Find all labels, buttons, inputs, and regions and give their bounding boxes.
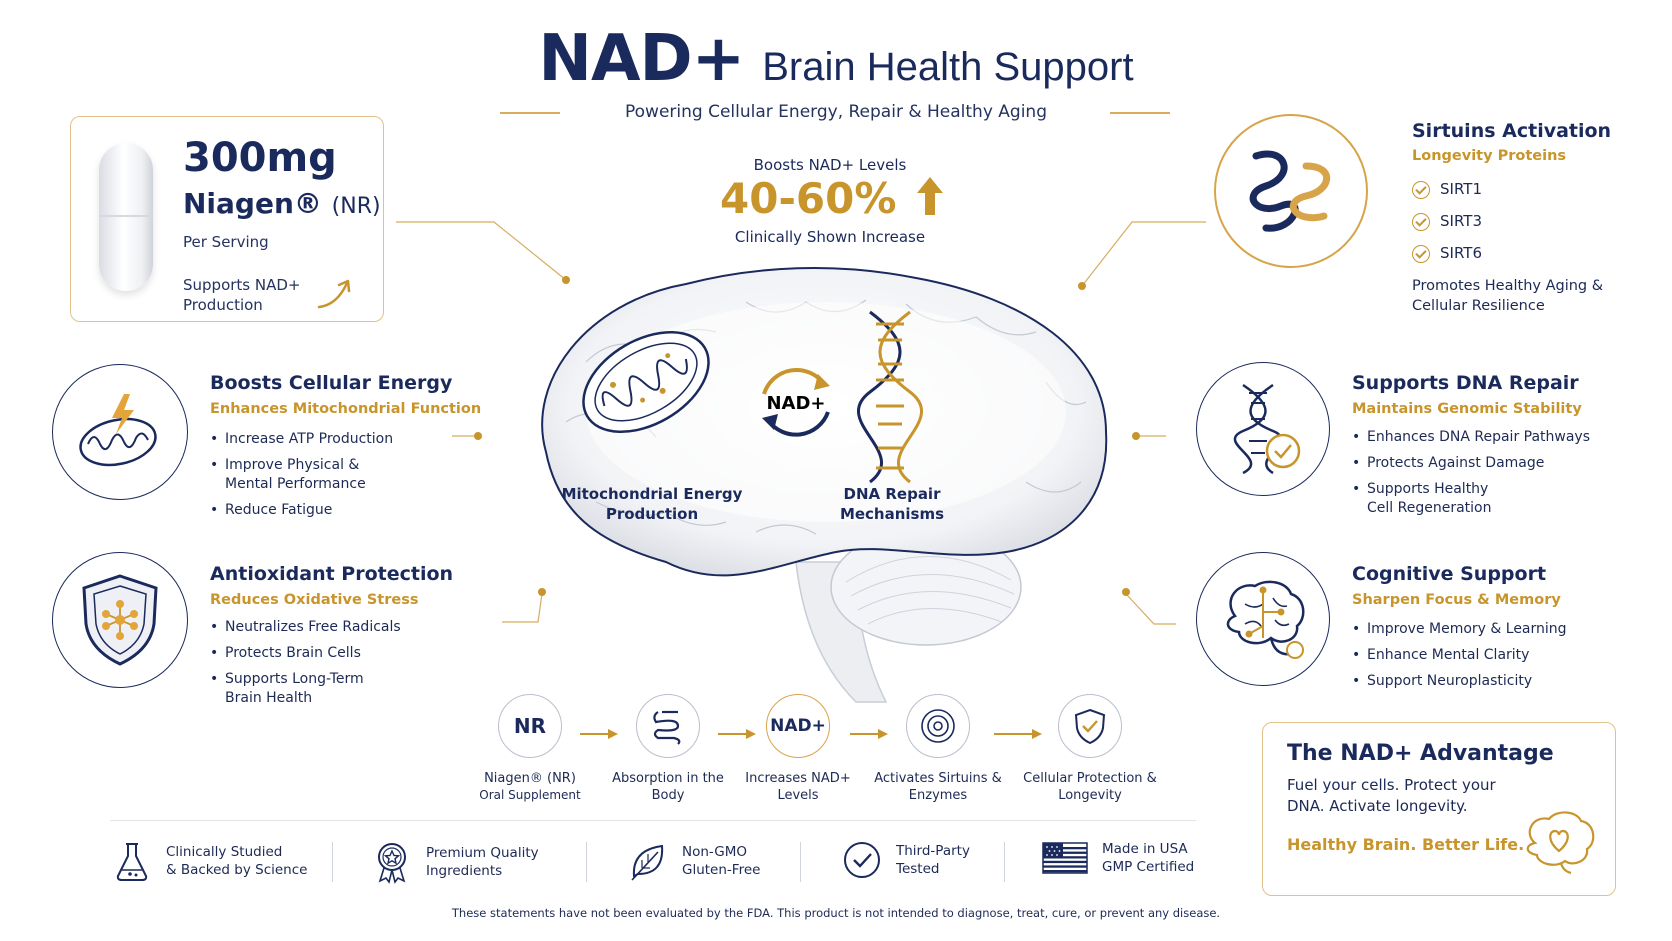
mitochondria-energy-icon [52,364,188,500]
list-item: Reduce Fatigue [210,501,450,520]
list-item: Protects Brain Cells [210,644,410,663]
list-item: Protects Against Damage [1352,454,1602,473]
dna-title: Supports DNA Repair [1352,372,1579,394]
badge-separator [800,842,801,882]
mito-label: Mitochondrial Energy Production [561,485,743,523]
process-label-protection: Cellular Protection & Longevity [1023,771,1157,803]
arrow-up-right-icon [317,279,351,309]
process-label-nr: Niagen® (NR)Oral Supplement [479,771,581,802]
subtitle-rule-left [500,112,560,114]
sirtuins-note: Promotes Healthy Aging & Cellular Resili… [1412,278,1604,314]
boost-value: 40-60% [720,174,944,223]
flask-icon [116,843,148,881]
fda-disclaimer: These statements have not been evaluated… [451,906,1221,920]
nad-cycle-label: NAD+ [766,393,825,414]
sirtuins-title: Sirtuins Activation [1412,120,1612,142]
arrow-right-icon [850,729,888,739]
process-label-nad: Increases NAD+ Levels [745,771,851,803]
list-item: Neutralizes Free Radicals [210,618,410,637]
title-rest: Brain Health Support [762,45,1134,89]
advantage-text: Fuel your cells. Protect your DNA. Activ… [1287,776,1496,815]
badge-separator [586,842,587,882]
capsule-supports: Supports NAD+ Production [183,276,301,314]
advantage-card: The NAD+ Advantage Fuel your cells. Prot… [1262,722,1616,896]
antioxidant-title: Antioxidant Protection [210,563,454,585]
sirtuin-item: SIRT3 [1412,212,1482,231]
us-flag-icon [1042,842,1088,874]
check-icon [1412,180,1430,199]
arrow-right-icon [580,729,618,739]
sirtuins-subtitle: Longevity Proteins [1412,148,1567,164]
capsule-card: 300mg Niagen® (NR) Per Serving Supports … [70,116,384,322]
brain-circuit-icon [1196,552,1330,686]
process-label-absorption: Absorption in the Body [612,771,724,803]
list-item: Supports Healthy Cell Regeneration [1352,480,1502,518]
energy-subtitle: Enhances Mitochondrial Function [210,401,482,417]
check-icon [1412,244,1430,263]
dna-subtitle: Maintains Genomic Stability [1352,401,1582,417]
list-item: Supports Long-Term Brain Health [210,670,380,708]
page-subtitle: Powering Cellular Energy, Repair & Healt… [625,102,1047,122]
brain-illustration: NAD+ [541,266,1108,703]
dna-list: Enhances DNA Repair Pathways Protects Ag… [1352,428,1602,525]
badge-separator [332,842,333,882]
advantage-tagline: Healthy Brain. Better Life. [1287,835,1525,854]
title-main: NAD+ [538,22,745,96]
process-step-sirtuins [906,694,970,758]
badge-divider [110,820,1196,821]
check-circle-icon [844,842,880,878]
list-item: Support Neuroplasticity [1352,672,1602,691]
cognitive-subtitle: Sharpen Focus & Memory [1352,592,1561,608]
subtitle-rule-right [1110,112,1170,114]
list-item: Improve Physical & Mental Performance [210,456,370,494]
dna-repair-label: DNA Repair Mechanisms [839,485,945,523]
energy-list: Increase ATP Production Improve Physical… [210,430,450,527]
boost-label: Boosts NAD+ Levels [753,156,907,174]
sirtuin-protein-icon [1214,114,1368,268]
capsule-icon [99,143,153,291]
intestine-icon [653,710,681,745]
capsule-per-serving: Per Serving [183,233,269,251]
process-step-nad: NAD+ [766,694,830,758]
page-title: NAD+ Brain Health Support [0,22,1672,96]
process-step-absorption [636,694,700,758]
brain-heart-icon [1526,811,1595,875]
badge-separator [1004,842,1005,882]
list-item: Increase ATP Production [210,430,450,449]
process-step-protection [1058,694,1122,758]
boost-sublabel: Clinically Shown Increase [734,228,926,246]
process-label-sirtuins: Activates Sirtuins & Enzymes [874,771,1002,803]
dna-check-icon [1196,362,1330,496]
shield-check-icon [1074,708,1106,745]
list-item: Enhances DNA Repair Pathways [1352,428,1602,447]
leaf-icon [631,844,664,881]
badge-clinically-studied: Clinically Studied& Backed by Science [112,840,307,882]
sirtuin-item: SIRT1 [1412,180,1482,199]
shield-molecule-icon [52,552,188,688]
arrow-right-icon [994,729,1042,739]
dna-helix-icon [856,310,924,484]
advantage-title: The NAD+ Advantage [1287,741,1554,766]
cognitive-list: Improve Memory & Learning Enhance Mental… [1352,620,1602,698]
capsule-name: Niagen® (NR) [183,187,381,220]
check-icon [1412,212,1430,231]
award-icon [378,843,406,884]
list-item: Improve Memory & Learning [1352,620,1602,639]
sirtuin-item: SIRT6 [1412,244,1482,263]
antioxidant-subtitle: Reduces Oxidative Stress [210,592,419,608]
process-step-nr: NR [498,694,562,758]
energy-title: Boosts Cellular Energy [210,372,453,394]
cognitive-title: Cognitive Support [1352,563,1547,585]
arrow-right-icon [718,729,756,739]
list-item: Enhance Mental Clarity [1352,646,1602,665]
target-rings-icon [921,709,955,743]
capsule-dose: 300mg [183,135,337,181]
antioxidant-list: Neutralizes Free Radicals Protects Brain… [210,618,410,715]
arrow-up-icon [917,177,944,215]
